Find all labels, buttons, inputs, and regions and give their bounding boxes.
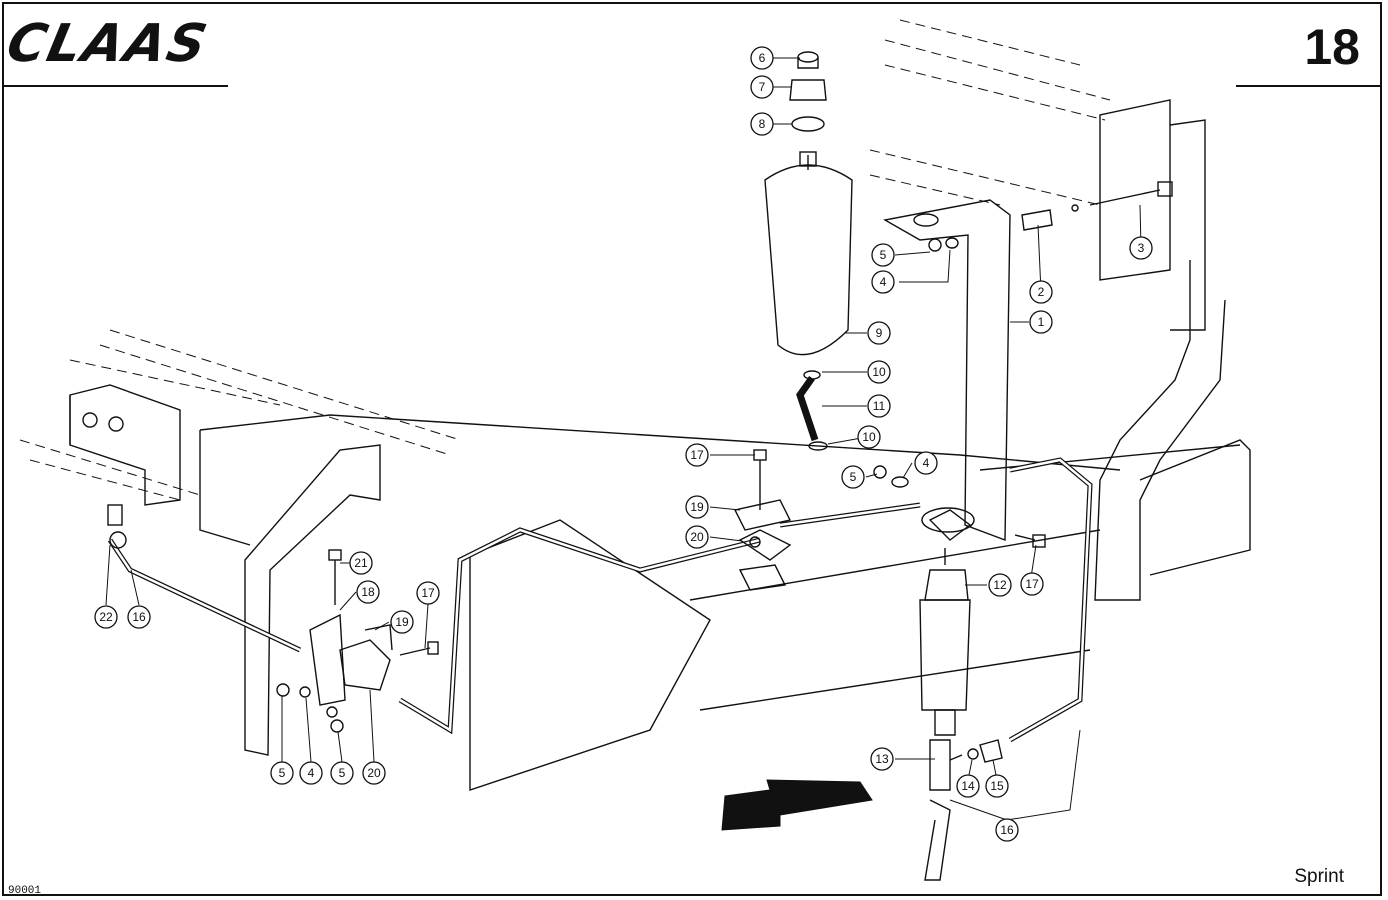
- callout-5: 5: [841, 465, 865, 489]
- callout-2: 2: [1029, 280, 1053, 304]
- svg-text:20: 20: [690, 530, 704, 544]
- svg-text:16: 16: [1000, 823, 1014, 837]
- svg-text:10: 10: [872, 365, 886, 379]
- page-number-underline: [1236, 85, 1382, 87]
- callout-10: 10: [857, 425, 881, 449]
- svg-text:22: 22: [99, 610, 113, 624]
- svg-text:12: 12: [993, 578, 1007, 592]
- callout-19: 19: [390, 610, 414, 634]
- svg-text:7: 7: [759, 80, 766, 94]
- arrow-left-icon: [721, 779, 873, 831]
- callout-16: 16: [127, 605, 151, 629]
- svg-text:20: 20: [367, 766, 381, 780]
- callout-5: 5: [330, 761, 354, 785]
- callout-22: 22: [94, 605, 118, 629]
- callout-11: 11: [867, 394, 891, 418]
- callout-17: 17: [416, 581, 440, 605]
- callout-14: 14: [956, 774, 980, 798]
- svg-text:4: 4: [308, 766, 315, 780]
- callout-6: 6: [750, 46, 774, 70]
- svg-text:1: 1: [1038, 315, 1045, 329]
- model-name: Sprint: [1294, 866, 1344, 887]
- callout-19: 19: [685, 495, 709, 519]
- callout-5: 5: [270, 761, 294, 785]
- svg-text:5: 5: [850, 470, 857, 484]
- svg-text:9: 9: [876, 326, 883, 340]
- callout-5: 5: [871, 243, 895, 267]
- svg-text:2: 2: [1038, 285, 1045, 299]
- drawing-number: 90001: [8, 885, 42, 897]
- callout-20: 20: [685, 525, 709, 549]
- svg-text:19: 19: [395, 615, 409, 629]
- page-number: 18: [1304, 19, 1360, 75]
- svg-text:17: 17: [690, 448, 704, 462]
- svg-text:21: 21: [354, 556, 368, 570]
- svg-text:18: 18: [361, 585, 375, 599]
- callout-bubbles: 6 7 8 1 2 3 5 4 9 10 11 10 5 4 17 19 20 …: [94, 46, 1153, 842]
- svg-text:10: 10: [862, 430, 876, 444]
- callout-17: 17: [685, 443, 709, 467]
- svg-text:19: 19: [690, 500, 704, 514]
- callout-17: 17: [1020, 572, 1044, 596]
- svg-text:6: 6: [759, 51, 766, 65]
- callout-9: 9: [867, 321, 891, 345]
- svg-text:8: 8: [759, 117, 766, 131]
- callout-16: 16: [995, 818, 1019, 842]
- svg-text:16: 16: [132, 610, 146, 624]
- svg-text:3: 3: [1138, 241, 1145, 255]
- svg-text:5: 5: [279, 766, 286, 780]
- svg-text:5: 5: [880, 248, 887, 262]
- callout-4: 4: [914, 451, 938, 475]
- callout-4: 4: [299, 761, 323, 785]
- frame-outline-dashed: [19, 19, 1111, 501]
- callout-8: 8: [750, 112, 774, 136]
- callout-4: 4: [871, 270, 895, 294]
- svg-text:17: 17: [421, 586, 435, 600]
- callout-1: 1: [1029, 310, 1053, 334]
- callout-10: 10: [867, 360, 891, 384]
- callout-18: 18: [356, 580, 380, 604]
- logo-underline: [4, 85, 228, 87]
- callout-21: 21: [349, 551, 373, 575]
- svg-text:4: 4: [880, 275, 887, 289]
- callout-7: 7: [750, 75, 774, 99]
- svg-text:11: 11: [873, 399, 886, 413]
- svg-text:15: 15: [990, 779, 1004, 793]
- svg-text:14: 14: [961, 779, 975, 793]
- svg-text:17: 17: [1025, 577, 1039, 591]
- svg-text:13: 13: [875, 752, 889, 766]
- callout-12: 12: [988, 573, 1012, 597]
- callout-13: 13: [870, 747, 894, 771]
- callout-3: 3: [1129, 236, 1153, 260]
- callout-20: 20: [362, 761, 386, 785]
- svg-text:5: 5: [339, 766, 346, 780]
- svg-text:4: 4: [923, 456, 930, 470]
- callout-15: 15: [985, 774, 1009, 798]
